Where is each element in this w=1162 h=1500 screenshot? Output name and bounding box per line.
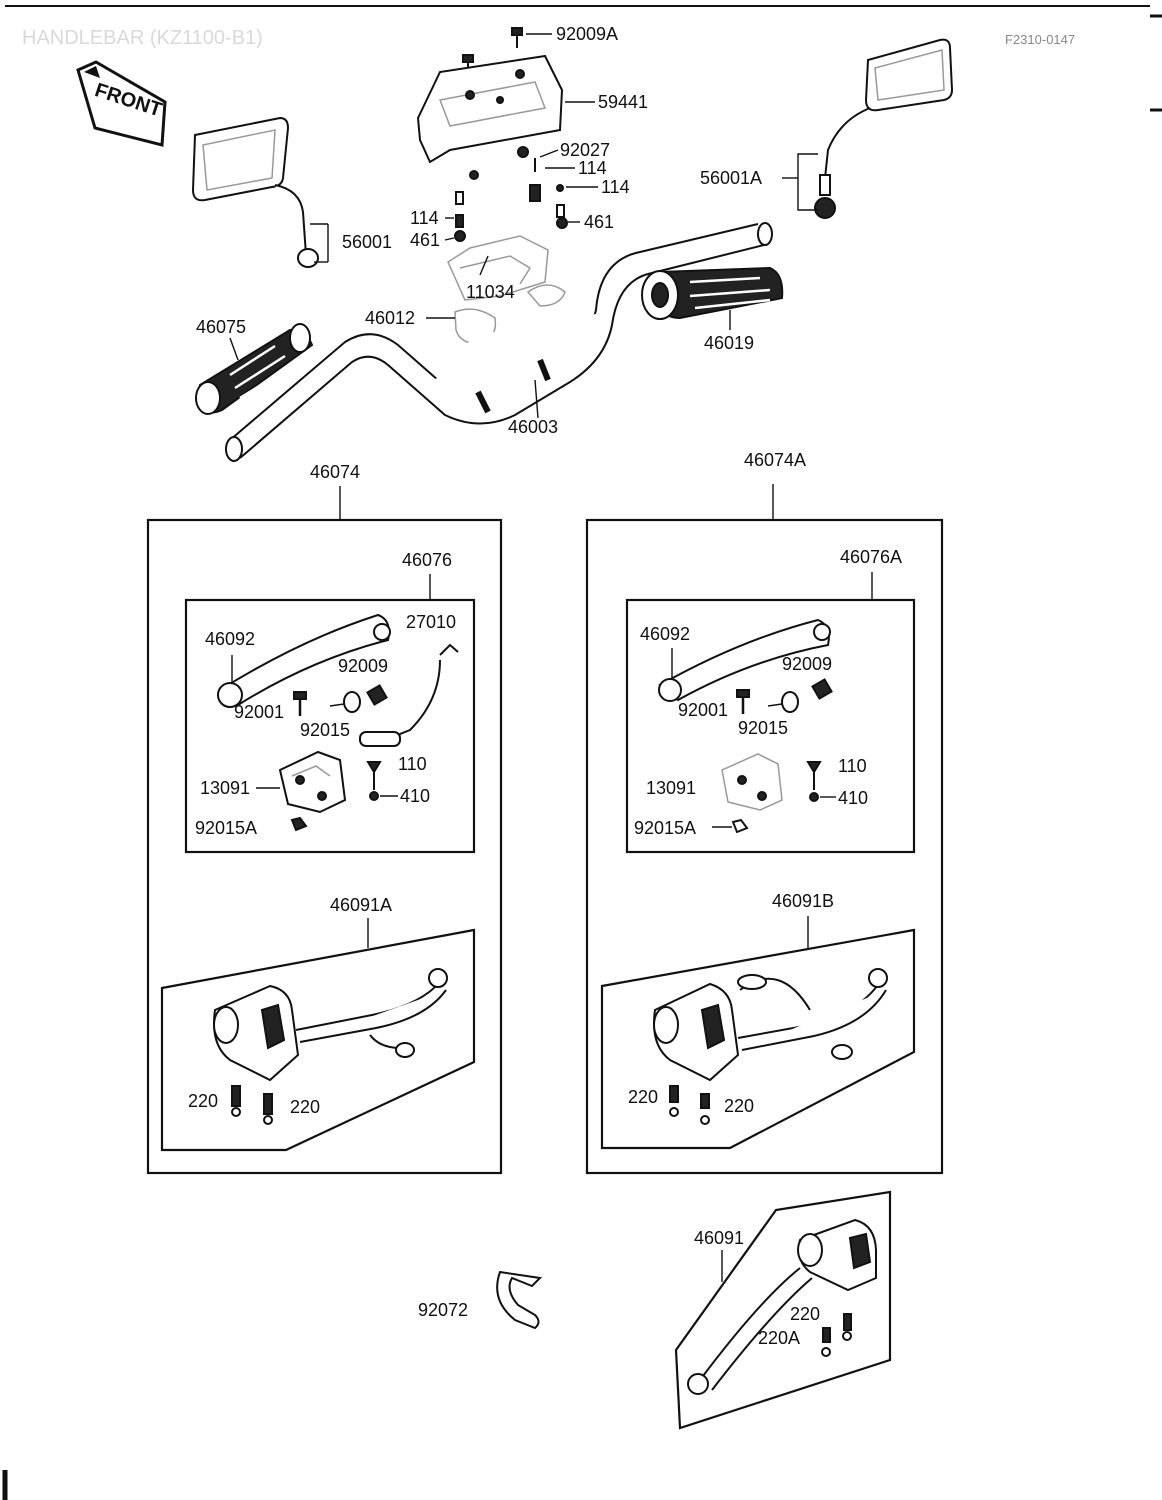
callout-46012: 46012 bbox=[365, 308, 415, 328]
label-220b-left: 220 bbox=[290, 1097, 320, 1117]
callout-92027: 92027 bbox=[560, 140, 610, 160]
brake-lever-right bbox=[658, 618, 831, 702]
callout-56001: 56001 bbox=[342, 232, 392, 252]
assembly-box-46074 bbox=[146, 518, 503, 1175]
callout-114b: 114 bbox=[601, 177, 630, 197]
label-92001-right: 92001 bbox=[678, 700, 728, 720]
callout-46019: 46019 bbox=[704, 333, 754, 353]
label-27010: 27010 bbox=[406, 612, 456, 632]
switch-housing-46091A bbox=[213, 968, 448, 1082]
label-92015-left: 92015 bbox=[300, 720, 350, 740]
label-220a-left: 220 bbox=[188, 1091, 218, 1111]
callout-114c: 114 bbox=[410, 208, 439, 228]
callout-46075: 46075 bbox=[196, 317, 246, 337]
callout-92072: 92072 bbox=[418, 1300, 468, 1320]
assembly-box-46076 bbox=[184, 598, 476, 854]
callout-56001A: 56001A bbox=[700, 168, 762, 188]
label-220b-right: 220 bbox=[724, 1096, 754, 1116]
label-13091-right: 13091 bbox=[646, 778, 696, 798]
assembly-box-46074A bbox=[585, 518, 944, 1175]
label-410-right: 410 bbox=[838, 788, 868, 808]
label-92009-right: 92009 bbox=[782, 654, 832, 674]
washer-92015-right bbox=[781, 691, 799, 713]
leader-46075 bbox=[229, 337, 239, 361]
bolt-92009-right bbox=[811, 678, 833, 700]
label-46091B: 46091B bbox=[772, 891, 834, 911]
clutch-lever-left bbox=[217, 613, 391, 708]
bolt-92009-left bbox=[366, 684, 388, 706]
label-46092-left: 46092 bbox=[205, 629, 255, 649]
handlebar-46003 bbox=[225, 222, 773, 462]
front-arrow-logo: FRONT bbox=[76, 60, 167, 147]
wire-clamp-92072 bbox=[496, 1270, 543, 1330]
washer-92015-left bbox=[343, 691, 361, 713]
callout-46091: 46091 bbox=[694, 1228, 744, 1248]
right-mirror bbox=[814, 38, 954, 219]
callout-46074A: 46074A bbox=[744, 450, 806, 470]
label-92015A-right: 92015A bbox=[634, 818, 696, 838]
fastener-stack-center bbox=[454, 146, 568, 242]
upper-holder-59441 bbox=[416, 54, 564, 164]
callout-11034: 11034 bbox=[466, 282, 515, 302]
screw-92009A bbox=[511, 27, 523, 48]
screws-220-bottom bbox=[821, 1313, 852, 1357]
label-110-left: 110 bbox=[398, 754, 427, 774]
page-title: HANDLEBAR (KZ1100-B1) bbox=[22, 27, 263, 49]
switch-housing-46091B bbox=[653, 968, 888, 1082]
label-410-left: 410 bbox=[400, 786, 430, 806]
switch-housing-13091-right bbox=[721, 753, 783, 811]
leader-46003 bbox=[534, 379, 539, 419]
label-92015A-left: 92015A bbox=[195, 818, 257, 838]
assembly-box-46091 bbox=[674, 1190, 892, 1430]
callout-461a: 461 bbox=[584, 212, 614, 232]
switch-housing-13091-left bbox=[278, 750, 347, 814]
left-grip-46075 bbox=[195, 323, 314, 415]
leader-92027 bbox=[539, 149, 559, 158]
figure-code: F2310-0147 bbox=[1005, 32, 1075, 47]
label-46076A: 46076A bbox=[840, 547, 902, 567]
screws-220-left bbox=[231, 1085, 273, 1125]
screw-92001-left bbox=[293, 691, 307, 716]
nut-92015A-left bbox=[290, 816, 308, 832]
callout-92009A: 92009A bbox=[556, 24, 618, 44]
screw-92001-right bbox=[736, 689, 750, 714]
callout-46074: 46074 bbox=[310, 462, 360, 482]
nut-92015A-right bbox=[731, 818, 749, 834]
leader-92015-right bbox=[767, 703, 783, 707]
left-mirror bbox=[191, 116, 319, 268]
callout-114a: 114 bbox=[578, 158, 607, 178]
label-46092-right: 46092 bbox=[640, 624, 690, 644]
screw-110-right bbox=[806, 761, 822, 802]
switch-wire-27010 bbox=[359, 643, 459, 747]
callout-220-bottom: 220 bbox=[790, 1304, 820, 1324]
label-110-right: 110 bbox=[838, 756, 867, 776]
assembly-box-46091A bbox=[160, 928, 476, 1152]
right-grip-46019 bbox=[641, 266, 784, 320]
label-92001-left: 92001 bbox=[234, 702, 284, 722]
assembly-box-46076A bbox=[625, 598, 916, 854]
label-220a-right: 220 bbox=[628, 1087, 658, 1107]
leader-92015-left bbox=[329, 703, 345, 707]
screw-110-left bbox=[366, 761, 382, 801]
label-92015-right: 92015 bbox=[738, 718, 788, 738]
label-46091A: 46091A bbox=[330, 895, 392, 915]
leader-461b bbox=[444, 237, 455, 241]
callout-220A-bottom: 220A bbox=[758, 1328, 800, 1348]
label-92009-left: 92009 bbox=[338, 656, 388, 676]
leader-56001A bbox=[797, 153, 818, 211]
callout-461b: 461 bbox=[410, 230, 440, 250]
leader-11034 bbox=[479, 255, 489, 276]
assembly-box-46091B bbox=[600, 928, 916, 1150]
callout-59441: 59441 bbox=[598, 92, 648, 112]
screws-220-right bbox=[669, 1085, 710, 1125]
label-46076: 46076 bbox=[402, 550, 452, 570]
label-13091-left: 13091 bbox=[200, 778, 250, 798]
callout-46003: 46003 bbox=[508, 417, 558, 437]
switch-housing-46091 bbox=[687, 1218, 877, 1395]
